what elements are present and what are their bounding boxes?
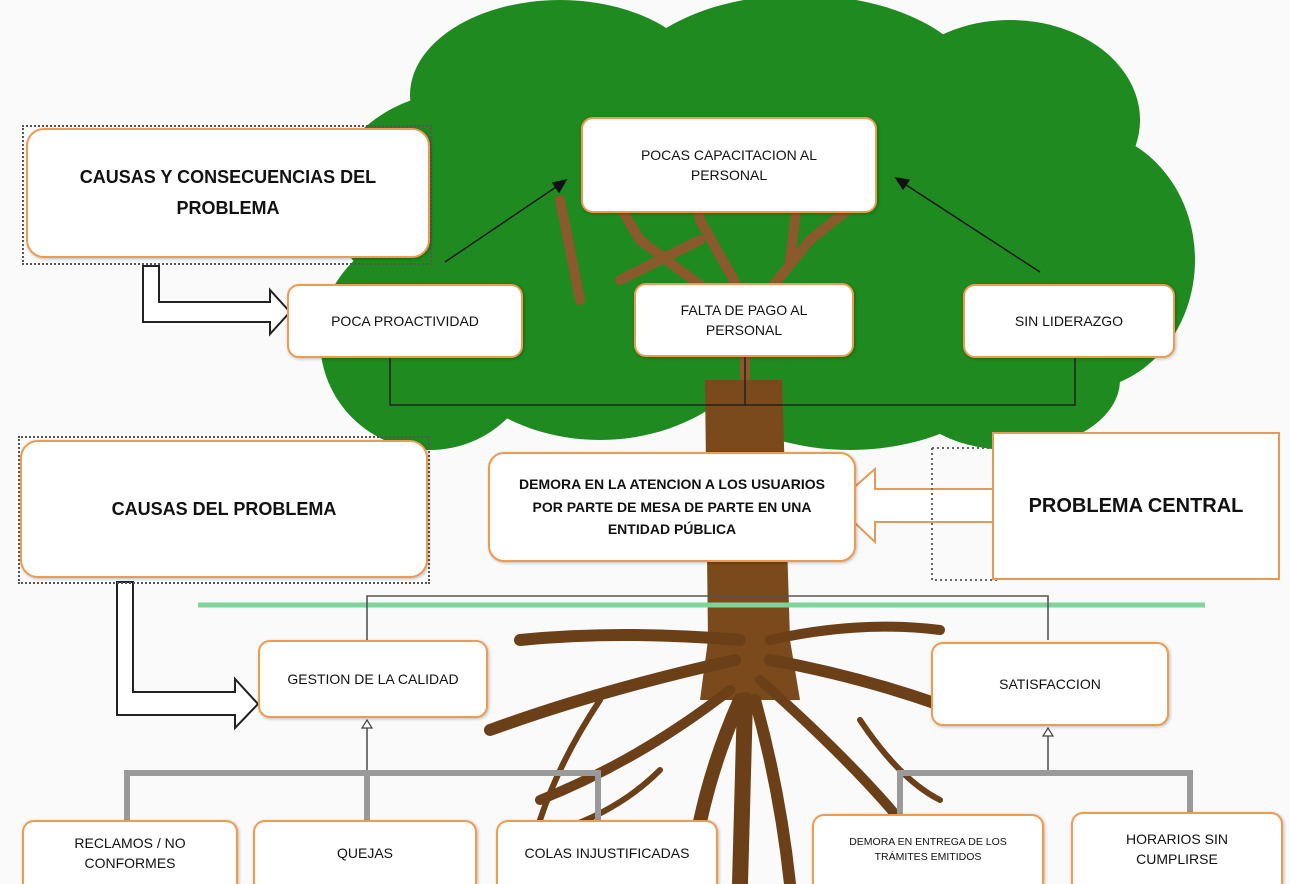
cause-branch-bars — [124, 770, 1193, 820]
title-causes: CAUSAS DEL PROBLEMA — [20, 440, 428, 578]
central-arrow — [833, 466, 996, 545]
title-causes-and-consequences: CAUSAS Y CONSECUENCIAS DEL PROBLEMA — [26, 128, 430, 258]
central-dotted-bracket — [931, 447, 1000, 581]
title-arrows — [116, 265, 292, 731]
cause-arrowheads — [360, 718, 1055, 737]
cause-item-document-delay: DEMORA EN ENTREGA DE LOS TRÁMITES EMITID… — [812, 814, 1044, 884]
title-top-frame — [22, 125, 432, 265]
cause-item-grievances: QUEJAS — [253, 820, 477, 884]
cause-item-complaints-nonconforming: RECLAMOS / NO CONFORMES — [22, 820, 238, 884]
consequence-left: POCA PROACTIVIDAD — [287, 284, 523, 358]
central-label-box: PROBLEMA CENTRAL — [992, 432, 1280, 580]
arrows-to-top-consequence — [444, 177, 1041, 273]
central-problem-box: DEMORA EN LA ATENCION A LOS USUARIOS POR… — [488, 452, 856, 562]
title-mid-frame — [18, 436, 430, 584]
cause-item-unjustified-queues: COLAS INJUSTIFICADAS — [496, 820, 718, 884]
consequence-right: SIN LIDERAZGO — [963, 284, 1175, 358]
cause-group-quality: GESTION DE LA CALIDAD — [258, 640, 488, 718]
consequence-top: POCAS CAPACITACION AL PERSONAL — [581, 117, 877, 213]
cause-group-satisfaction: SATISFACCION — [931, 642, 1169, 726]
consequence-center: FALTA DE PAGO AL PERSONAL — [634, 283, 854, 357]
cause-item-schedules-unmet: HORARIOS SIN CUMPLIRSE — [1071, 812, 1283, 884]
